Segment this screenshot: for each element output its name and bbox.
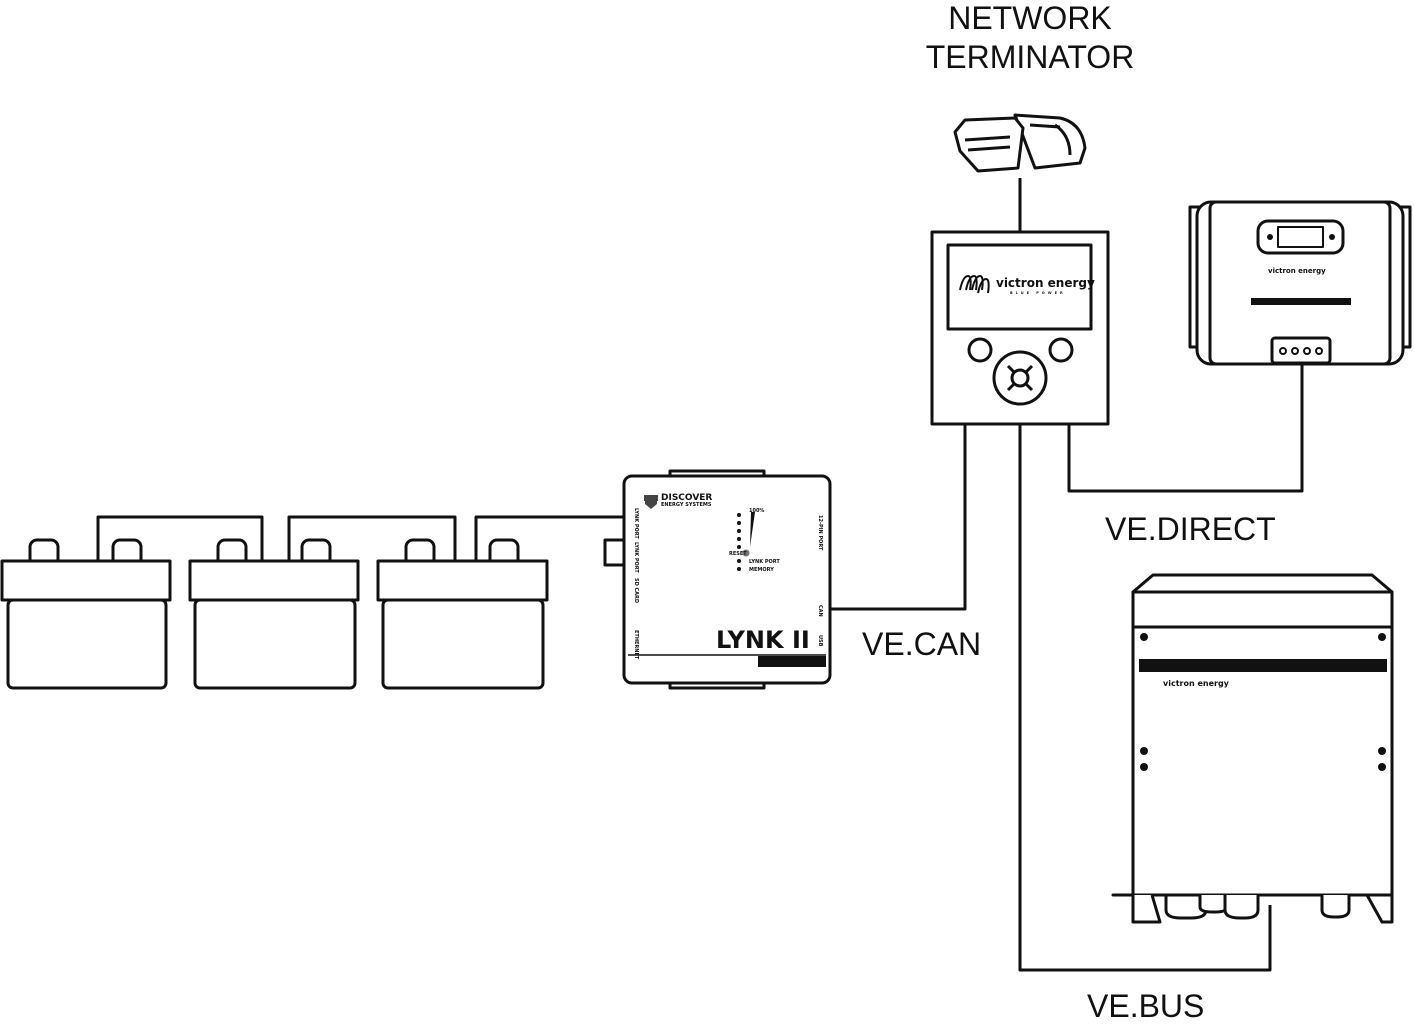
battery-1 bbox=[0, 538, 172, 690]
navigation-dial[interactable] bbox=[992, 350, 1048, 406]
lynk-brand-sub: ENERGY SYSTEMS bbox=[661, 502, 712, 508]
lynk-ii-device: DISCOVER ENERGY SYSTEMS LYNK II 100% RES… bbox=[603, 469, 832, 690]
port-label: ETHERNET bbox=[633, 630, 639, 660]
mppt-charger: victron energy bbox=[1188, 200, 1412, 366]
network-terminator-label: NETWORK bbox=[948, 0, 1112, 36]
dial-center-icon bbox=[1010, 368, 1030, 388]
victron-tagline: BLUE POWER bbox=[1010, 291, 1066, 295]
port-label: USB bbox=[817, 635, 823, 647]
network-terminator-label: TERMINATOR bbox=[926, 39, 1135, 75]
left-button[interactable] bbox=[967, 337, 993, 363]
battery-2 bbox=[188, 538, 360, 690]
right-button[interactable] bbox=[1048, 337, 1074, 363]
discover-logo-icon bbox=[644, 495, 658, 509]
port-label: LYNK PORT bbox=[633, 542, 639, 573]
status-leds bbox=[737, 512, 755, 571]
network-terminator bbox=[953, 113, 1087, 173]
ve-bus-label: VE.BUS bbox=[1087, 988, 1204, 1024]
victron-logo-icon bbox=[959, 275, 990, 294]
ve-can-label: VE.CAN bbox=[862, 626, 981, 662]
ve-bus-wire bbox=[1018, 424, 1272, 972]
led-memory-label: MEMORY bbox=[749, 567, 774, 573]
port-label: 12-PIN PORT bbox=[817, 515, 823, 551]
inverter: victron energy bbox=[1111, 573, 1394, 924]
port-label: SD CARD bbox=[633, 578, 639, 603]
inverter-brand: victron energy bbox=[1163, 679, 1230, 688]
ve-can-wire bbox=[830, 424, 967, 611]
mppt-brand: victron energy bbox=[1268, 267, 1326, 275]
victron-display: victron energy BLUE POWER bbox=[930, 230, 1110, 426]
port-label: CAN bbox=[817, 605, 823, 617]
victron-brand: victron energy bbox=[996, 276, 1095, 290]
led-100-label: 100% bbox=[749, 508, 764, 514]
reset-label: RESET bbox=[729, 551, 747, 557]
battery-3 bbox=[376, 538, 549, 690]
ve-direct-wire bbox=[1067, 362, 1304, 493]
reset-button[interactable] bbox=[742, 549, 750, 557]
ve-direct-label: VE.DIRECT bbox=[1105, 511, 1276, 547]
lynk-brand: DISCOVER bbox=[661, 493, 712, 503]
battery-wires bbox=[96, 515, 624, 561]
led-lynk-port-label: LYNK PORT bbox=[749, 559, 780, 565]
lynk-model: LYNK II bbox=[716, 626, 810, 654]
port-label: LYNK PORT bbox=[633, 508, 639, 539]
